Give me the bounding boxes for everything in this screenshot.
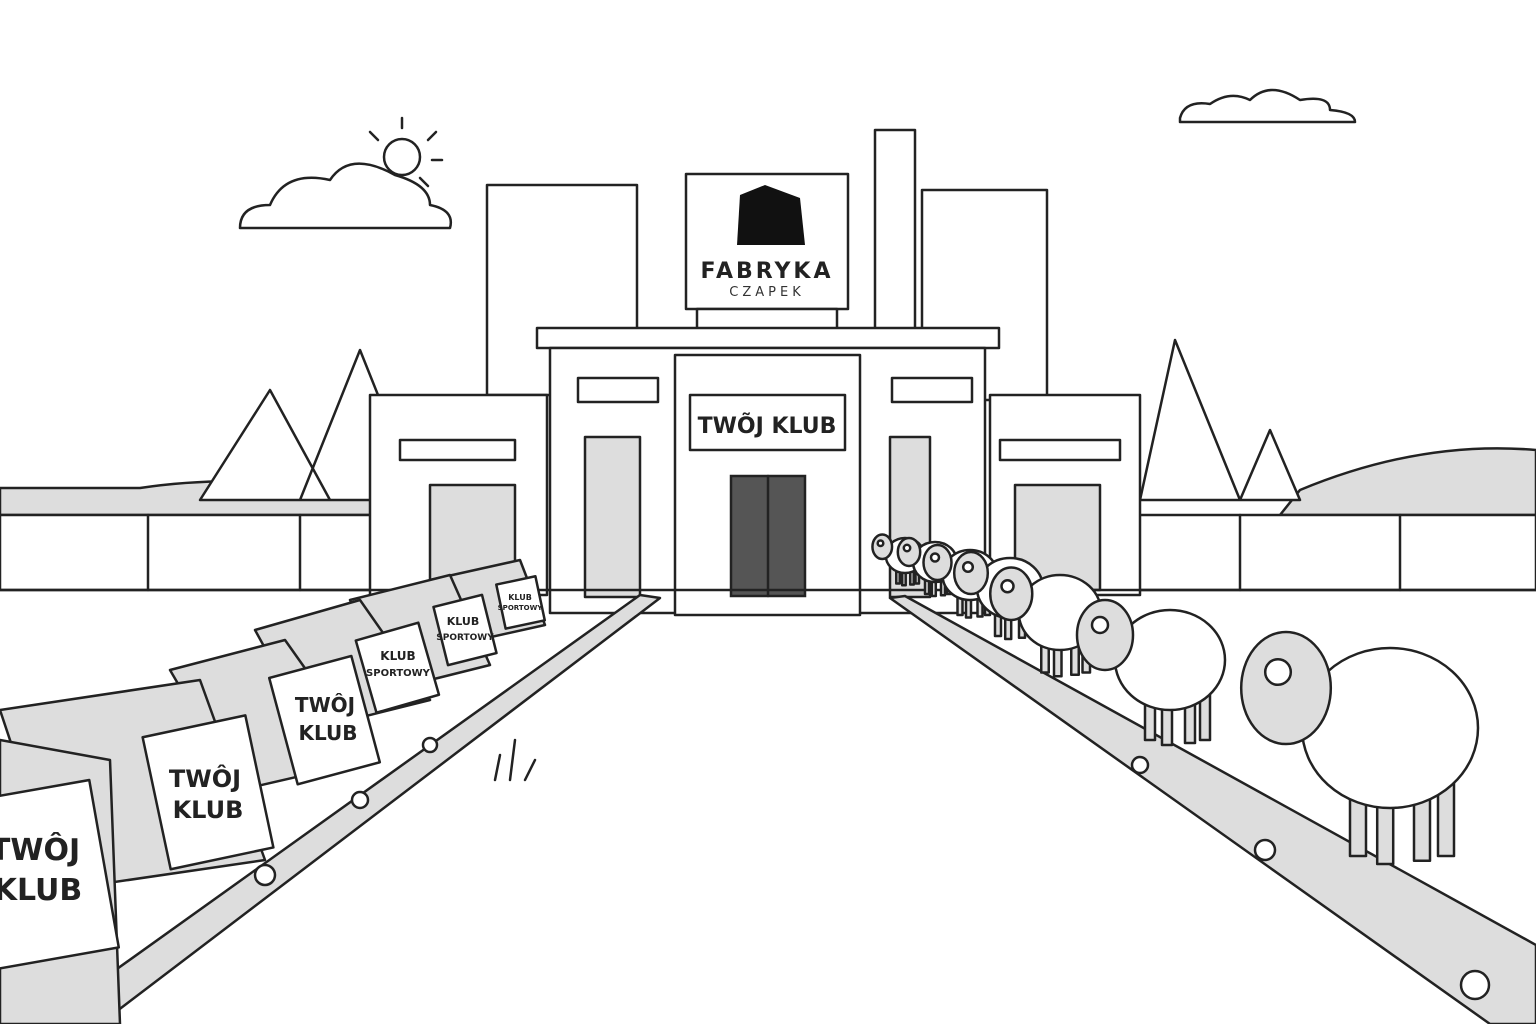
sheep-eye [1090, 615, 1110, 635]
hat-logo-icon [737, 185, 805, 245]
cloud-icon [238, 162, 453, 230]
sheep-head [952, 550, 990, 596]
sheep-row [871, 533, 1480, 866]
sheep-eye [1000, 579, 1015, 594]
grass-tuft [493, 738, 537, 782]
conveyor-rollers [253, 736, 1491, 1001]
sheep-eye [902, 543, 912, 553]
svg-text:TWÔJ: TWÔJ [169, 763, 241, 793]
sign-subtitle: CZAPEK [729, 285, 804, 300]
chimney [873, 128, 917, 332]
sheep [1239, 630, 1480, 866]
right-trees [1138, 338, 1302, 502]
sun-icon [382, 137, 422, 177]
sheep [1075, 598, 1227, 747]
svg-text:KLUB: KLUB [298, 721, 357, 745]
svg-text:KLUB: KLUB [173, 796, 244, 824]
right-conveyor-belt [888, 594, 1536, 1024]
sheep-head [989, 566, 1034, 622]
sign-title: FABRYKA [700, 259, 833, 284]
window-row [398, 376, 1122, 462]
sheep-eye [1263, 657, 1293, 687]
roof-ledge [535, 326, 1001, 350]
sheep-head [896, 536, 922, 568]
sheep-eye [876, 539, 885, 548]
svg-text:SPORTOWY: SPORTOWY [436, 633, 494, 643]
svg-text:SPORTOWY: SPORTOWY [366, 668, 431, 679]
svg-text:KLUB: KLUB [0, 873, 82, 908]
svg-text:KLUB: KLUB [508, 593, 532, 602]
svg-text:SPORTOWY: SPORTOWY [498, 604, 544, 612]
svg-text:KLUB: KLUB [447, 615, 479, 628]
sheep-eye [961, 560, 975, 574]
scarf-row: KLUB SPORTOWY KLUB SPORTOWY KLUB SPORTOW… [0, 558, 547, 1024]
scarf-large: TWÔJ KLUB [0, 738, 122, 1024]
left-doorway [583, 435, 642, 599]
sheep-eye [929, 552, 941, 563]
svg-text:TWÔJ: TWÔJ [0, 831, 80, 868]
svg-text:KLUB: KLUB [380, 649, 415, 663]
right-wall [1128, 513, 1536, 592]
left-wall [0, 513, 402, 592]
sheep-head [1239, 630, 1333, 746]
left-conveyor-belt [38, 593, 662, 1024]
facade-label: TWÕJ KLUB [698, 413, 837, 439]
right-hill [1278, 447, 1536, 517]
cloud-icon [1178, 88, 1357, 124]
sun-rays [368, 116, 444, 188]
sheep [989, 566, 1103, 678]
svg-text:TWÔJ: TWÔJ [295, 693, 355, 717]
sheep-head [922, 543, 953, 582]
sheep-head [1075, 598, 1135, 672]
